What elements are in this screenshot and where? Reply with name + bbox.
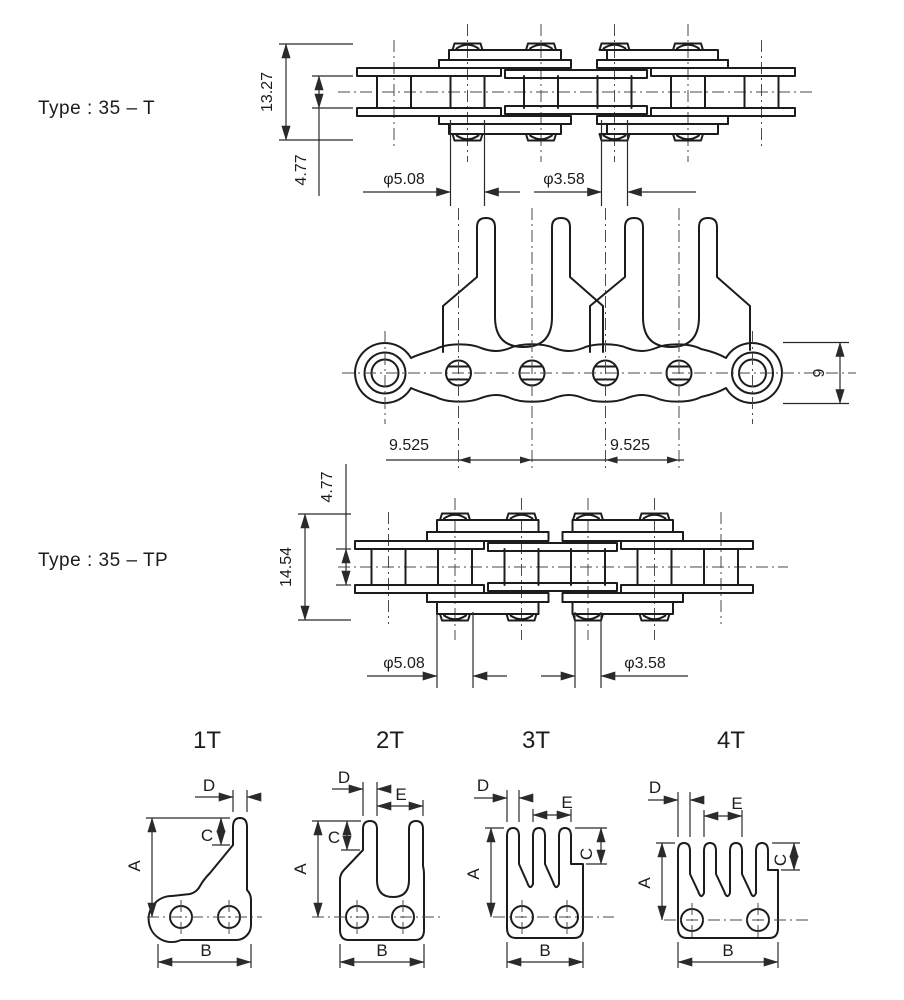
profile-1T: 1T D C A B [125,727,262,968]
dimensions-1T: D C A B [125,776,262,968]
attachment-plates [438,49,729,135]
profile-1T-label: 1T [193,727,221,754]
type-label-35TP: Type : 35 – TP [38,550,168,571]
attachment-link-view: 9.525 9.525 9 [342,208,856,470]
profile-4T: 4T D E C A B [635,727,808,968]
dim-2T-C: C [328,828,340,847]
dim-roller-dia-tp: φ5.08 [383,655,425,672]
dim-2T-B: B [376,941,387,960]
type-label-35T: Type : 35 – T [38,98,155,119]
dim-4T-B: B [722,941,733,960]
attachment-plates-tp [426,519,684,615]
fork-attachment-link-a [442,217,604,353]
profile-3T: 3T D E C A B [464,727,614,968]
dim-overall-height-tp: 14.54 [278,547,295,587]
dim-pitch-right: 9.525 [610,437,650,454]
dimensions-3T: D E C A B [464,776,607,968]
link-plates-tp [354,540,754,594]
dim-4T-C: C [771,854,790,866]
profile-2T-label: 2T [376,727,404,754]
dim-3T-D: D [477,776,489,795]
dim-pin-dia-t: φ3.58 [543,171,585,188]
profile-2T: 2T D E C A B [291,727,440,968]
dimensions-4T: D E C A B [635,778,800,968]
dim-1T-C: C [201,826,213,845]
dim-4T-D: D [649,778,661,797]
dim-pitch-left: 9.525 [389,437,429,454]
dim-pin-dia-tp: φ3.58 [624,655,666,672]
profile-4T-label: 4T [717,727,745,754]
dim-4T-E: E [731,794,742,813]
dim-1T-B: B [200,941,211,960]
dim-plate-height: 9 [811,368,828,377]
dim-2T-D: D [338,768,350,787]
fork-attachment-link-b [589,217,751,353]
dim-inner-width-tp: 4.77 [319,471,336,502]
dim-inner-width-t: 4.77 [293,154,310,185]
profile-3T-label: 3T [522,727,550,754]
dim-4T-A: A [635,877,654,889]
dim-3T-C: C [577,848,596,860]
dimensions-35TP: 14.54 4.77 φ5.08 φ3.58 [278,464,688,688]
dim-1T-D: D [203,776,215,795]
side-view-35T: 13.27 4.77 φ5.08 φ3.58 [259,24,812,206]
dim-3T-A: A [464,868,483,880]
dim-overall-height-t: 13.27 [259,72,276,112]
side-view-35TP: 14.54 4.77 φ5.08 φ3.58 [278,464,788,688]
dim-roller-dia-t: φ5.08 [383,171,425,188]
dim-2T-A: A [291,863,310,875]
dimensions-2T: D E C A B [291,768,425,968]
dim-3T-B: B [539,941,550,960]
dimensions-plan: 9.525 9.525 9 [386,341,849,464]
dim-1T-A: A [125,860,144,872]
dim-2T-E: E [395,785,406,804]
dimensions-35T: 13.27 4.77 φ5.08 φ3.58 [259,43,696,206]
pin-heads [451,42,704,142]
dim-3T-E: E [561,793,572,812]
